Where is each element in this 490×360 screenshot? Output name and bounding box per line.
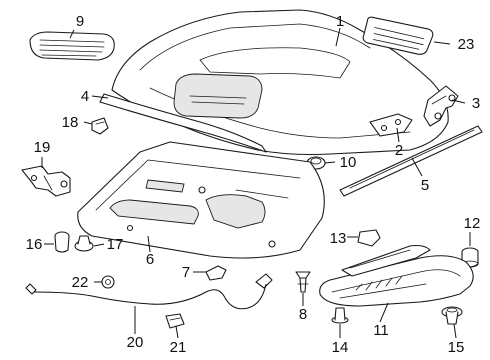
callout-23: 23 bbox=[458, 36, 475, 53]
part-22-clip bbox=[101, 275, 115, 289]
part-9-scoop-insert bbox=[29, 31, 115, 61]
callout-1: 1 bbox=[336, 13, 344, 30]
part-23-nameplate bbox=[362, 16, 434, 55]
callout-14: 14 bbox=[332, 339, 349, 356]
part-11-air-duct bbox=[319, 244, 474, 307]
part-6-inner-panel bbox=[77, 141, 325, 259]
callout-4: 4 bbox=[81, 88, 89, 105]
part-15-fastener bbox=[441, 306, 463, 325]
callout-13: 13 bbox=[330, 230, 347, 247]
part-7-clip bbox=[205, 265, 273, 289]
callout-11: 11 bbox=[373, 322, 389, 339]
part-21-handle bbox=[165, 313, 185, 329]
callout-22: 22 bbox=[72, 274, 89, 291]
part-14-pin bbox=[331, 307, 349, 324]
callout-8: 8 bbox=[299, 306, 307, 323]
callout-9: 9 bbox=[76, 13, 84, 30]
callout-19: 19 bbox=[34, 139, 51, 156]
part-19-latch bbox=[21, 165, 71, 197]
callout-labels: 1 2 3 4 5 6 7 8 9 10 11 12 13 14 15 16 1… bbox=[26, 13, 481, 356]
callout-17: 17 bbox=[107, 236, 124, 253]
callout-7: 7 bbox=[182, 264, 190, 281]
part-2-striker bbox=[369, 113, 413, 137]
callout-12: 12 bbox=[464, 215, 481, 232]
part-16-grommet bbox=[54, 231, 70, 253]
callout-5: 5 bbox=[421, 177, 429, 194]
part-13-retainer bbox=[357, 229, 381, 247]
callout-2: 2 bbox=[395, 142, 403, 159]
part-8-push-pin bbox=[295, 271, 311, 293]
callout-10: 10 bbox=[340, 154, 357, 171]
callout-15: 15 bbox=[448, 339, 465, 356]
leader-lines bbox=[41, 27, 471, 339]
part-17-bumper-stop bbox=[74, 235, 94, 252]
callout-21: 21 bbox=[170, 339, 187, 356]
part-4-weatherstrip bbox=[99, 93, 267, 153]
callout-16: 16 bbox=[26, 236, 43, 253]
callout-18: 18 bbox=[62, 114, 79, 131]
callout-6: 6 bbox=[146, 251, 154, 268]
part-20-release-cable bbox=[25, 283, 267, 310]
part-3-hinge bbox=[423, 85, 459, 127]
part-18-clip bbox=[91, 117, 109, 135]
callout-20: 20 bbox=[127, 334, 144, 351]
callout-3: 3 bbox=[472, 95, 480, 112]
